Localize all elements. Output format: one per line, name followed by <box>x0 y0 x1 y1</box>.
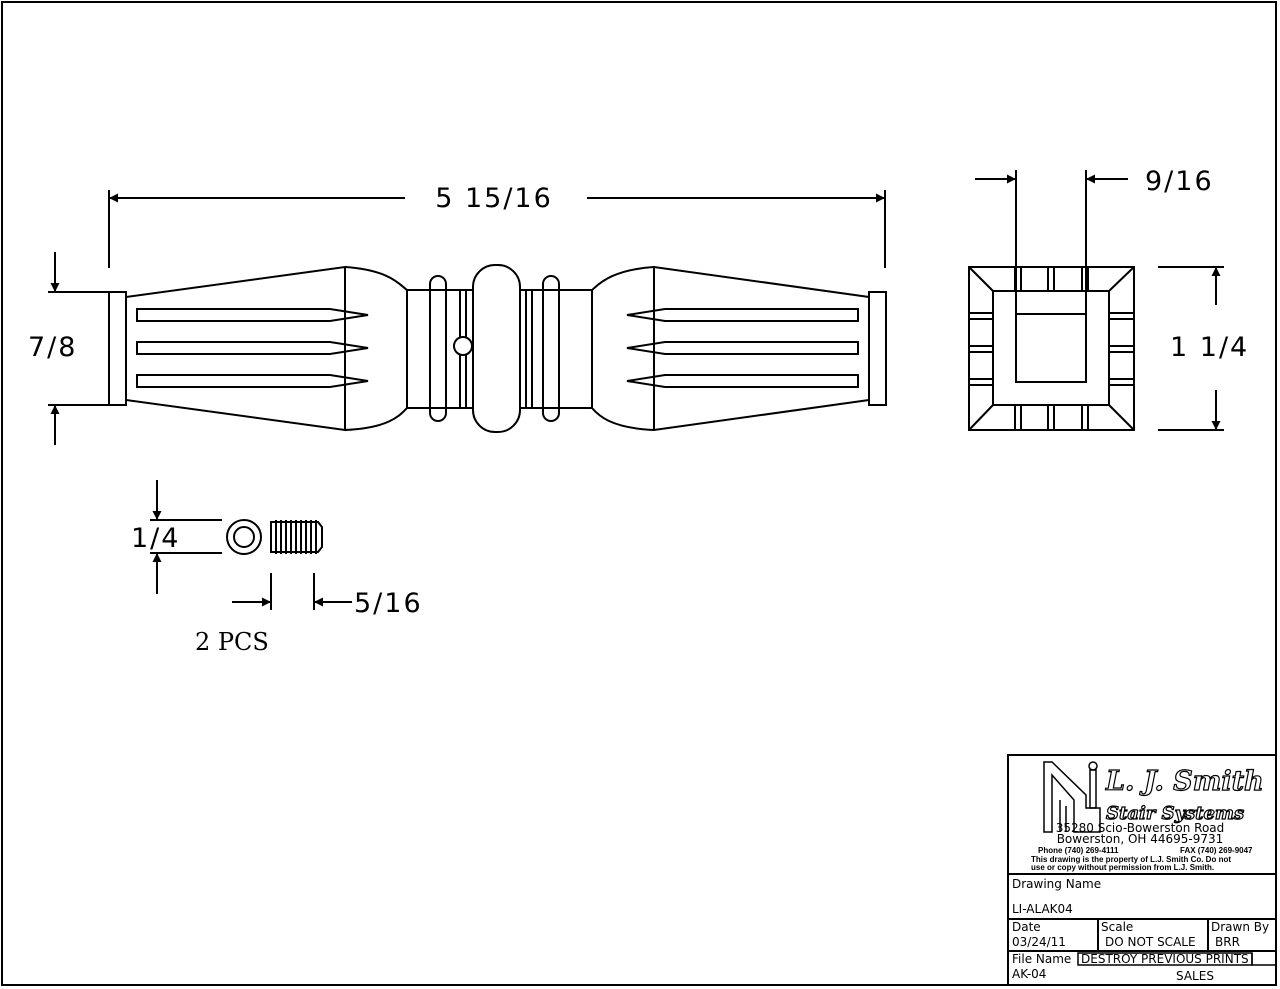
height-label: 7/8 <box>28 332 77 363</box>
drawing-name-value: LI-ALAK04 <box>1012 902 1073 916</box>
sales-label: SALES <box>1176 969 1214 983</box>
outer-square <box>968 266 1135 431</box>
right-tapered-body <box>653 265 870 432</box>
screw-length-label: 5/16 <box>354 588 423 619</box>
file-name-label: File Name <box>1012 952 1071 966</box>
scale-label: Scale <box>1101 920 1133 934</box>
screw-diameter-dimension <box>150 480 222 594</box>
ring-right <box>542 275 560 422</box>
height-dimension <box>48 252 112 445</box>
overall-length-dimension <box>108 190 886 268</box>
drawn-by-label: Drawn By <box>1211 920 1269 934</box>
date-value: 03/24/11 <box>1012 935 1066 949</box>
side-view <box>108 264 887 433</box>
stair-logo-icon <box>1043 761 1101 833</box>
right-bulb <box>591 266 655 431</box>
set-screw <box>226 519 323 555</box>
fax-number: FAX (740) 269-9047 <box>1180 846 1253 855</box>
block-width-label: 1 1/4 <box>1170 332 1249 363</box>
phone-number: Phone (740) 269-4111 <box>1038 846 1119 855</box>
screw-diameter-label: 1/4 <box>131 523 180 554</box>
address-line1: 35280 Scio-Bowerston Road <box>1056 821 1225 835</box>
inner-width-dimension <box>975 170 1128 314</box>
screw-length-dimension <box>232 573 352 610</box>
company-name-line2: Stair Systems <box>1106 803 1244 824</box>
scale-value: DO NOT SCALE <box>1105 935 1196 949</box>
right-end-cap <box>868 291 887 406</box>
block-width-dimension <box>1158 266 1224 431</box>
screw-end-view <box>226 519 262 555</box>
inner-width-label: 9/16 <box>1145 166 1214 197</box>
destroy-prints-warning: DESTROY PREVIOUS PRINTS <box>1081 952 1249 966</box>
set-screw-hole <box>453 336 473 356</box>
overall-length-label: 5 15/16 <box>435 183 553 214</box>
middle-square <box>992 290 1110 406</box>
property-notice-line1: This drawing is the property of L.J. Smi… <box>1031 855 1231 864</box>
file-name-value: AK-04 <box>1012 967 1046 981</box>
date-label: Date <box>1012 920 1041 934</box>
address-line2: Bowerston, OH 44695-9731 <box>1057 832 1224 846</box>
center-collar <box>472 264 521 433</box>
end-view <box>968 266 1135 431</box>
quantity-note: 2 PCS <box>195 628 269 656</box>
drawing-name-label: Drawing Name <box>1012 877 1101 891</box>
property-notice-line2: use or copy without permission from L.J.… <box>1031 863 1214 872</box>
company-name-line1: L. J. Smith <box>1105 766 1264 797</box>
left-end-cap <box>108 291 127 406</box>
left-bulb <box>344 266 408 431</box>
left-tapered-body <box>125 265 346 432</box>
title-block <box>1007 754 1277 986</box>
ring-left <box>429 275 447 422</box>
drawn-by-value: BRR <box>1215 935 1240 949</box>
inner-square <box>1015 313 1087 383</box>
